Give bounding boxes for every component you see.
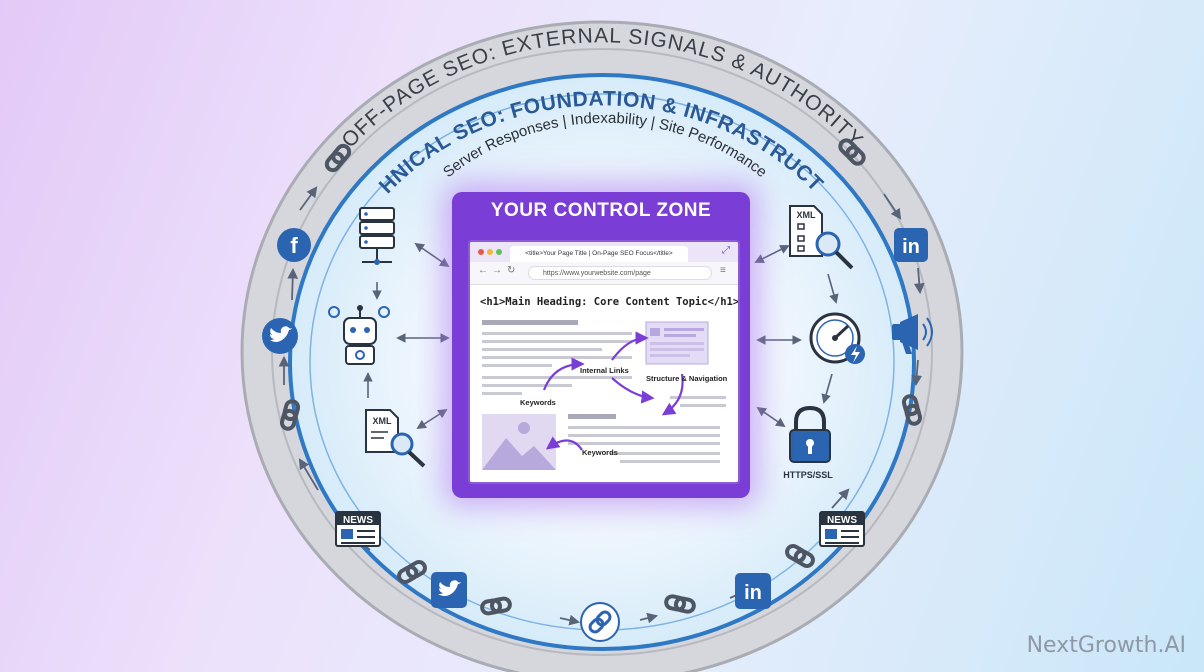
control-zone-title: YOUR CONTROL ZONE bbox=[490, 200, 712, 221]
svg-text:in: in bbox=[744, 582, 762, 604]
svg-text:NEWS: NEWS bbox=[343, 515, 373, 526]
megaphone-icon bbox=[892, 314, 933, 354]
svg-text:XML: XML bbox=[797, 210, 817, 220]
expand-icon: ⤢ bbox=[722, 245, 730, 256]
lock-icon: HTTPS/SSL bbox=[783, 405, 833, 480]
facebook-icon: f bbox=[277, 228, 311, 262]
label-keywords: Keywords bbox=[520, 398, 556, 407]
url-field[interactable]: https://www.yourwebsite.com/page bbox=[528, 266, 712, 280]
twitter-icon bbox=[262, 318, 298, 354]
svg-text:f: f bbox=[290, 233, 298, 258]
label-keywords: Keywords bbox=[582, 448, 618, 457]
svg-text:XML: XML bbox=[373, 416, 393, 426]
close-dot-icon bbox=[478, 249, 484, 255]
linkedin-icon: in bbox=[894, 228, 928, 262]
menu-icon[interactable]: ≡ bbox=[720, 265, 726, 276]
xml-sitemap-icon: XML bbox=[365, 409, 426, 468]
browser-tab-bar: <title>Your Page Title | On-Page SEO Foc… bbox=[470, 242, 738, 262]
svg-text:NEWS: NEWS bbox=[827, 515, 857, 526]
minimize-dot-icon bbox=[487, 249, 493, 255]
xml-sitemap-icon: XML bbox=[789, 205, 854, 270]
linkedin-icon: in bbox=[735, 573, 771, 609]
news-icon: NEWS bbox=[335, 511, 381, 547]
browser-window: <title>Your Page Title | On-Page SEO Foc… bbox=[468, 240, 740, 484]
label-internal-links: Internal Links bbox=[580, 366, 629, 375]
link-icon bbox=[580, 602, 620, 642]
technical-flow-arrows bbox=[363, 242, 839, 430]
browser-tab-title[interactable]: <title>Your Page Title | On-Page SEO Foc… bbox=[510, 246, 688, 262]
control-zone: YOUR CONTROL ZONE <title>Your Page Title… bbox=[452, 192, 750, 498]
news-icon: NEWS bbox=[819, 511, 865, 547]
svg-text:HTTPS/SSL: HTTPS/SSL bbox=[783, 470, 833, 480]
brand-watermark: NextGrowth.AI bbox=[1026, 633, 1186, 658]
h1-heading: <h1>Main Heading: Core Content Topic</h1… bbox=[480, 296, 740, 308]
server-icon bbox=[359, 207, 395, 265]
chain-links bbox=[279, 138, 923, 616]
reload-icon[interactable]: ↻ bbox=[507, 265, 516, 276]
speed-gauge-icon bbox=[809, 312, 865, 364]
address-bar: ← → ↻ https://www.yourwebsite.com/page ≡ bbox=[470, 262, 738, 285]
page-content-mockup bbox=[482, 320, 726, 470]
forward-icon[interactable]: → bbox=[492, 265, 502, 276]
robot-crawler-icon bbox=[328, 305, 390, 365]
maximize-dot-icon bbox=[496, 249, 502, 255]
twitter-icon bbox=[431, 572, 467, 608]
svg-text:in: in bbox=[902, 236, 920, 258]
label-structure-navigation: Structure & Navigation bbox=[646, 374, 728, 383]
back-icon[interactable]: ← bbox=[478, 265, 488, 276]
